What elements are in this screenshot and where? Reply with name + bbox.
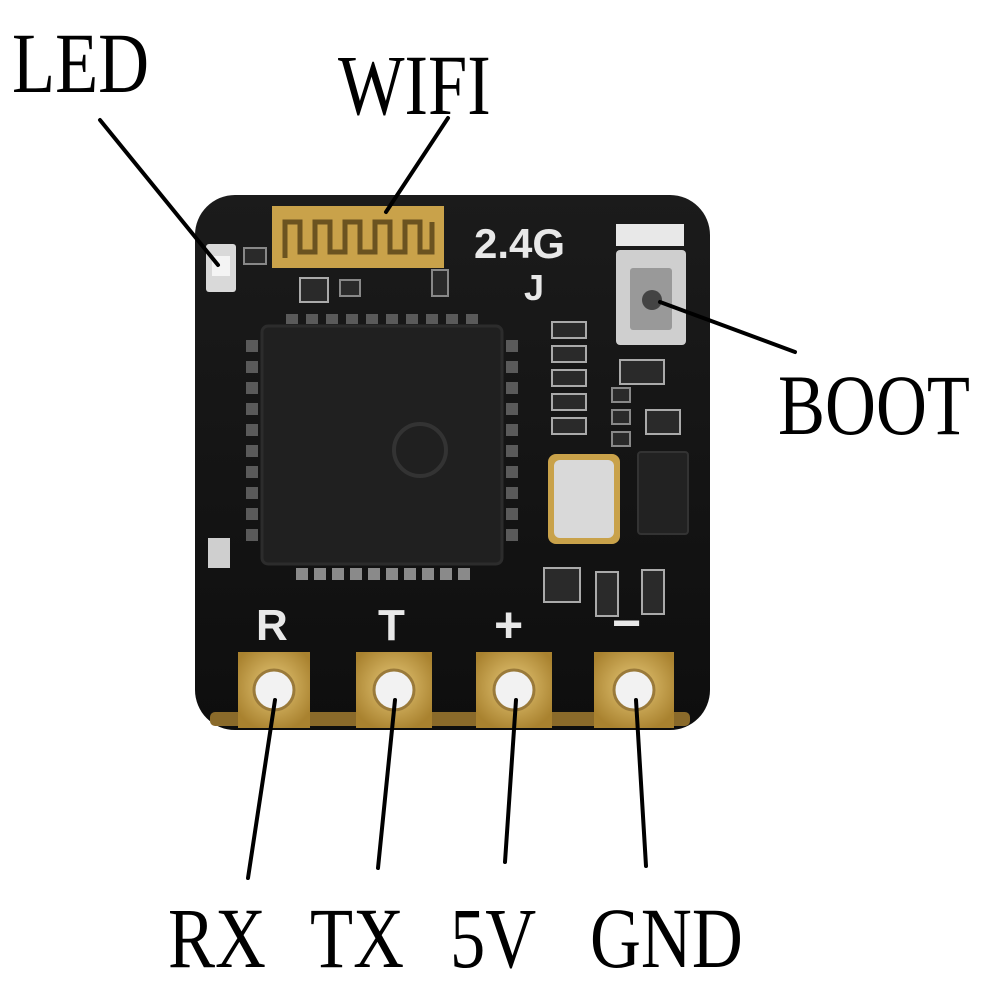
chip-pin	[551, 321, 587, 339]
pad-5v	[476, 652, 552, 728]
resistor	[243, 247, 267, 265]
silk-pad-r: R	[256, 601, 288, 650]
chip-pin	[506, 529, 518, 541]
resistor	[431, 269, 449, 297]
chip-pin	[426, 314, 438, 324]
resistor	[339, 279, 361, 297]
chip-pin	[386, 568, 398, 580]
chip-pin	[551, 345, 587, 363]
chip-pin	[246, 424, 258, 436]
chip-pin	[314, 568, 326, 580]
silk-mark: J	[524, 267, 544, 308]
chip-pin	[386, 314, 398, 324]
led-component	[206, 244, 236, 292]
label-led: LED	[12, 15, 150, 111]
chip-pin	[611, 387, 631, 403]
label-rx: RX	[168, 890, 266, 986]
chip-pin	[246, 382, 258, 394]
chip-pin	[458, 568, 470, 580]
capacitor	[543, 567, 581, 603]
chip-pin	[506, 487, 518, 499]
chip-pin	[506, 466, 518, 478]
capacitor	[208, 538, 230, 568]
chip-pin	[246, 529, 258, 541]
resistor	[299, 277, 329, 303]
leader-line-boot	[658, 300, 797, 354]
chip-pin	[506, 508, 518, 520]
wifi-chip	[260, 324, 504, 566]
chip-pin	[246, 361, 258, 373]
silk-pad-t: T	[378, 601, 405, 650]
chip-pin	[246, 403, 258, 415]
boot-button	[616, 224, 686, 345]
label-tx: TX	[310, 890, 405, 986]
chip-pin	[246, 445, 258, 457]
chip-pin	[466, 314, 478, 324]
capacitor	[595, 571, 619, 617]
label-5v: 5V	[450, 890, 537, 986]
pad-gnd	[594, 652, 674, 728]
chip-pin	[406, 314, 418, 324]
leader-line-rx	[246, 698, 277, 880]
leader-line-5v	[503, 698, 518, 864]
chip-pin	[286, 314, 298, 324]
regulator-chip	[637, 451, 689, 535]
chip-pin	[551, 369, 587, 387]
chip-pins	[246, 314, 518, 580]
chip-pin	[440, 568, 452, 580]
label-wifi: WIFI	[338, 37, 491, 133]
chip-pin	[368, 568, 380, 580]
chip-pin	[246, 340, 258, 352]
chip-pin	[366, 314, 378, 324]
chip-pin	[246, 508, 258, 520]
label-boot: BOOT	[778, 357, 970, 453]
pcb-edge	[210, 712, 690, 726]
resistor-array	[551, 321, 631, 447]
chip-pin	[551, 417, 587, 435]
chip-pin	[404, 568, 416, 580]
leader-line-gnd	[634, 698, 648, 868]
capacitor	[645, 409, 681, 435]
leader-line-led	[98, 118, 220, 267]
silk-pad-plus: +	[494, 597, 523, 653]
chip-pin	[506, 424, 518, 436]
capacitor	[641, 569, 665, 615]
silk-pad-minus: −	[612, 595, 641, 651]
chip-pin	[246, 487, 258, 499]
crystal	[548, 454, 620, 544]
leader-line-tx	[376, 698, 397, 870]
chip-pin	[551, 393, 587, 411]
chip-pin	[306, 314, 318, 324]
chip-pin	[346, 314, 358, 324]
chip-pin	[611, 431, 631, 447]
chip-pin	[611, 409, 631, 425]
chip-pin	[332, 568, 344, 580]
chip-pin	[326, 314, 338, 324]
chip-pin	[506, 403, 518, 415]
chip-pin	[506, 340, 518, 352]
capacitor	[619, 359, 665, 385]
chip-pin	[446, 314, 458, 324]
chip-pin	[506, 445, 518, 457]
chip-pin	[506, 382, 518, 394]
silk-band-label: 2.4G	[474, 220, 565, 267]
chip-pin	[350, 568, 362, 580]
label-gnd: GND	[590, 890, 743, 986]
chip-pin	[506, 361, 518, 373]
wifi-antenna	[272, 206, 444, 268]
chip-pin	[422, 568, 434, 580]
chip-pin	[296, 568, 308, 580]
chip-pin	[246, 466, 258, 478]
leader-line-wifi	[384, 116, 450, 214]
